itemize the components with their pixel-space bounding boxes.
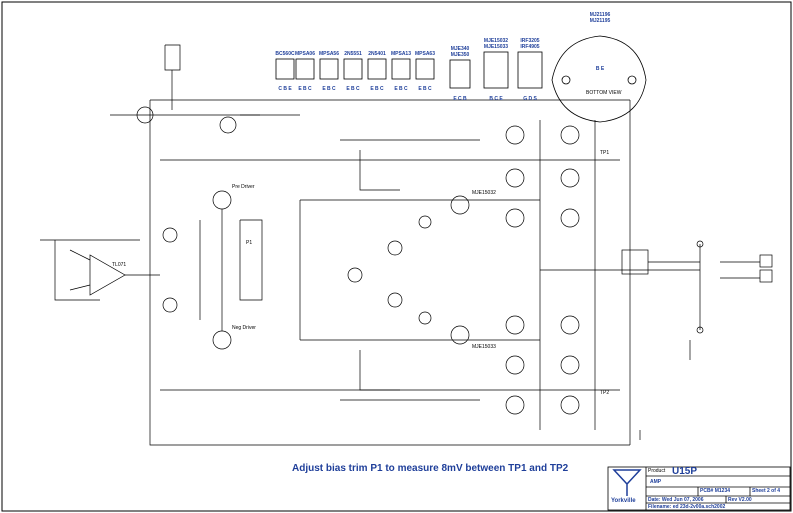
pkg-label: 2N5551 [344, 51, 362, 57]
pkg-label: IRF3205 IRF4905 [520, 38, 540, 50]
filename: Filename: ed 23d-2v00a.sch2002 [648, 504, 726, 510]
circuit-wiring [40, 44, 773, 446]
bottom-view-label: BOTTOM VIEW [586, 90, 622, 96]
pkg-pins: E B C [418, 86, 432, 92]
pkg-pins: E C B [453, 96, 467, 102]
pkg-pins: G D S [523, 96, 537, 102]
pkg-label: MPSA63 [414, 51, 435, 57]
pkg-label: 2N5401 [368, 51, 386, 57]
pre-driver-label: Pre Driver [232, 184, 255, 190]
product-name: U15P [672, 466, 698, 477]
pkg-label: MPSA06 [294, 51, 315, 57]
product-caption: Product [648, 468, 666, 474]
yorkville-logo-text: Yorkville [611, 498, 636, 504]
title-block-frame [607, 466, 791, 511]
pkg-label: MJ21196 MJ21195 [589, 12, 611, 24]
yorkville-logo-mark [612, 469, 642, 496]
package-drawings [275, 35, 647, 123]
drawing-date: Date: Wed Jun 07, 2006 [648, 497, 704, 503]
pkg-pins: B C E [489, 96, 503, 102]
q-mje15033-label: MJE15033 [472, 344, 496, 350]
pkg-label: MJE340 MJE350 [450, 46, 470, 58]
sheet-number: Sheet 2 of 4 [752, 488, 781, 494]
pkg-label: MPSA56 [318, 51, 339, 57]
q-mje15032-label: MJE15032 [472, 190, 496, 196]
pkg-pins: E B C [346, 86, 360, 92]
pkg-pins: C B E [278, 86, 292, 92]
pkg-label: MPSA13 [390, 51, 411, 57]
tp1-label: TP1 [600, 150, 610, 156]
pcb-number: PCB# M1234 [700, 488, 731, 494]
pkg-pins: E B C [394, 86, 408, 92]
pkg-pins: E B C [322, 86, 336, 92]
pkg-label: BC560C [275, 51, 295, 57]
assembly-name: AMP [650, 479, 662, 485]
p1-label: P1 [246, 240, 253, 246]
pkg-pins: E B C [370, 86, 384, 92]
revision: Rev V2.00 [728, 497, 752, 503]
tp2-label: TP2 [600, 390, 610, 396]
pkg-pins: B E [595, 66, 605, 72]
pkg-label: MJE15032 MJE15033 [483, 38, 509, 50]
op-amp-label: TL071 [112, 262, 127, 268]
bias-adjust-note: Adjust bias trim P1 to measure 8mV betwe… [292, 463, 569, 474]
neg-driver-label: Neg Driver [232, 325, 256, 331]
pkg-pins: E B C [298, 86, 312, 92]
